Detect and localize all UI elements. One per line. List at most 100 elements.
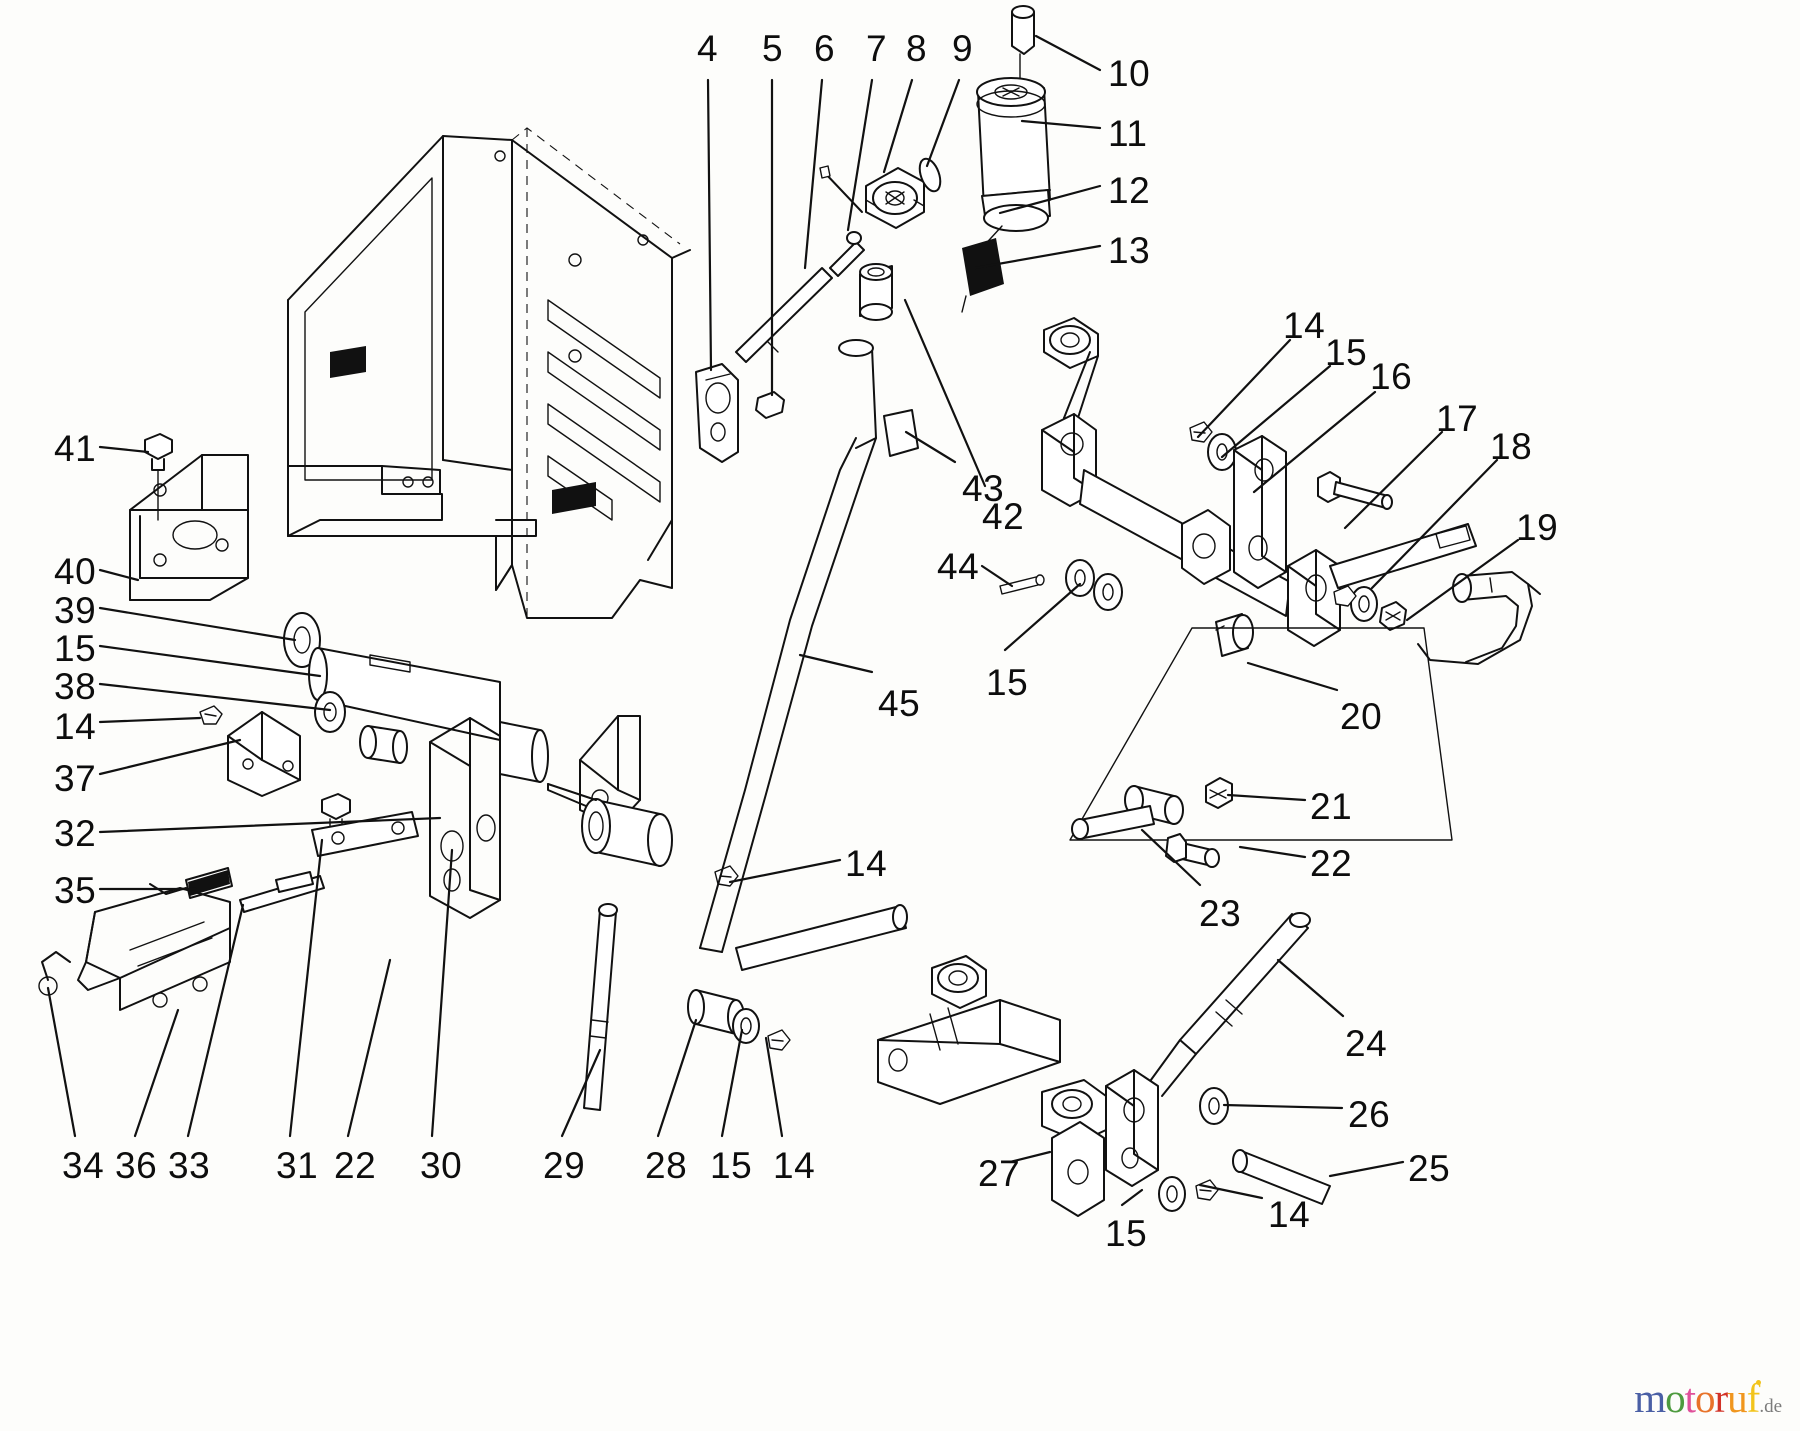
callout-number-14: 14 xyxy=(1283,305,1326,346)
watermark-letter-t-2: t xyxy=(1684,1375,1696,1421)
leader-line-33 xyxy=(186,903,245,1138)
callout-number-14: 14 xyxy=(773,1145,816,1186)
leader-line-40 xyxy=(98,568,140,582)
callout-number-14: 14 xyxy=(845,843,888,884)
leader-line-43 xyxy=(904,430,957,464)
leader-line-12 xyxy=(998,184,1102,215)
callout-number-29: 29 xyxy=(543,1145,586,1186)
part-40-bracket xyxy=(129,433,249,601)
leader-line-20 xyxy=(1246,661,1339,692)
center-hub-and-rods xyxy=(547,715,908,1111)
callout-number-15: 15 xyxy=(1325,332,1368,373)
leader-line-23 xyxy=(1140,828,1202,887)
callout-number-44: 44 xyxy=(937,546,980,587)
leader-line-38 xyxy=(98,682,332,712)
hardware-21-22-23 xyxy=(1071,777,1233,868)
leader-line-19 xyxy=(1405,538,1520,622)
lift-shaft-assembly xyxy=(199,612,549,797)
leader-line-11 xyxy=(1020,119,1102,130)
callout-number-28: 28 xyxy=(645,1145,688,1186)
leader-line-17 xyxy=(1343,430,1444,530)
upper-linkage-parts xyxy=(695,157,942,463)
watermark-letter-m-0: m xyxy=(1634,1375,1666,1421)
leader-line-26 xyxy=(1222,1103,1344,1110)
callout-number-12: 12 xyxy=(1108,170,1151,211)
leader-line-24 xyxy=(1276,958,1345,1018)
watermark-dot-icon xyxy=(1756,1380,1762,1385)
leader-line-15 xyxy=(1003,582,1082,652)
callout-number-24: 24 xyxy=(1345,1023,1388,1064)
callout-number-13: 13 xyxy=(1108,230,1151,271)
leader-line-39 xyxy=(98,606,297,642)
leader-line-14 xyxy=(98,716,202,724)
leader-line-30 xyxy=(430,848,454,1138)
watermark-letter-f-6: f xyxy=(1746,1375,1762,1421)
leader-line-41 xyxy=(98,445,150,454)
callout-number-37: 37 xyxy=(54,758,97,799)
leader-line-27 xyxy=(1008,1150,1052,1164)
callout-number-18: 18 xyxy=(1490,426,1533,467)
callout-number-21: 21 xyxy=(1310,786,1353,827)
callout-number-8: 8 xyxy=(906,28,928,69)
watermark-letter-r-4: r xyxy=(1714,1375,1729,1421)
callout-number-7: 7 xyxy=(866,28,888,69)
leader-line-8 xyxy=(882,78,914,174)
callout-number-10: 10 xyxy=(1108,53,1151,94)
callout-number-6: 6 xyxy=(814,28,836,69)
frame-tower-assembly xyxy=(287,127,691,619)
callout-number-4: 4 xyxy=(697,28,719,69)
leader-line-16 xyxy=(1252,390,1377,494)
leader-line-22 xyxy=(346,958,392,1138)
leader-line-45 xyxy=(798,653,874,674)
leader-line-15 xyxy=(1220,364,1332,459)
leader-line-9 xyxy=(925,78,961,168)
callout-number-27: 27 xyxy=(978,1153,1021,1194)
right-linkage-assembly xyxy=(999,317,1541,841)
callout-number-32: 32 xyxy=(54,813,97,854)
callout-number-25: 25 xyxy=(1408,1148,1451,1189)
leader-lines xyxy=(46,34,1520,1207)
callout-number-20: 20 xyxy=(1340,696,1383,737)
leader-line-6 xyxy=(803,78,824,270)
callout-number-38: 38 xyxy=(54,666,97,707)
callout-number-15: 15 xyxy=(986,662,1029,703)
lower-right-assembly xyxy=(877,585,1357,1217)
callout-number-40: 40 xyxy=(54,551,97,592)
leader-line-25 xyxy=(1328,1160,1405,1178)
callout-number-36: 36 xyxy=(115,1145,158,1186)
watermark-letter-u-5: u xyxy=(1727,1375,1747,1421)
leader-line-15 xyxy=(1120,1188,1144,1207)
callout-number-43: 43 xyxy=(962,468,1005,509)
leader-line-7 xyxy=(846,78,874,232)
watermark-letter-o-1: o xyxy=(1665,1375,1685,1421)
callout-number-17: 17 xyxy=(1436,398,1479,439)
callout-number-15: 15 xyxy=(710,1145,753,1186)
leader-line-14 xyxy=(764,1036,784,1138)
callout-number-41: 41 xyxy=(54,428,97,469)
watermark-letter-o-3: o xyxy=(1695,1375,1715,1421)
callout-number-33: 33 xyxy=(168,1145,211,1186)
control-lever-45 xyxy=(699,339,919,953)
callout-number-14: 14 xyxy=(1268,1194,1311,1235)
callout-number-42: 42 xyxy=(982,496,1025,537)
callout-number-45: 45 xyxy=(878,683,921,724)
leader-line-15 xyxy=(720,1028,744,1138)
leader-line-32 xyxy=(98,816,442,834)
watermark-suffix: .de xyxy=(1759,1396,1782,1417)
callout-number-11: 11 xyxy=(1108,113,1148,154)
center-bracket-30 xyxy=(429,717,501,919)
leader-line-14 xyxy=(1196,338,1292,439)
callout-number-31: 31 xyxy=(276,1145,319,1186)
leader-line-14 xyxy=(1198,1183,1264,1200)
site-watermark: motoruf.de xyxy=(1634,1378,1782,1419)
callout-number-30: 30 xyxy=(420,1145,463,1186)
callout-number-22: 22 xyxy=(334,1145,377,1186)
callout-number-35: 35 xyxy=(54,870,97,911)
callout-number-14: 14 xyxy=(54,706,97,747)
damper-assembly xyxy=(961,5,1051,313)
callout-number-5: 5 xyxy=(762,28,784,69)
callout-number-39: 39 xyxy=(54,590,97,631)
leader-line-21 xyxy=(1226,793,1307,802)
